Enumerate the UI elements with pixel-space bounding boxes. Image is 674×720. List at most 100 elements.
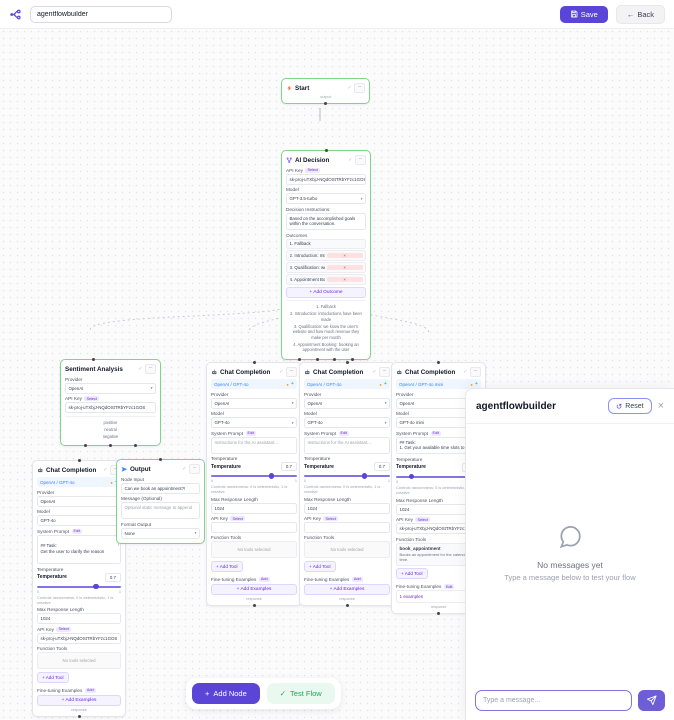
system-prompt-textarea[interactable]: ## Task: 1. Get your available time slot… <box>396 436 481 455</box>
api-key-input[interactable]: sk-proj-uTXbjJ-NQdOStTRbYFzc1GOS <box>286 173 366 185</box>
model-pill[interactable]: OpenAI / GPT-4o mini ● + <box>396 379 481 389</box>
expand-icon[interactable]: + <box>383 381 387 387</box>
provider-select[interactable]: OpenAI ▾ <box>65 382 156 394</box>
select-badge[interactable]: Select <box>84 396 99 401</box>
edit-badge[interactable]: Edit <box>430 430 442 436</box>
ai-decision-node[interactable]: AI Decision ✓ – API Key Select sk-proj-u… <box>281 149 371 361</box>
collapse-button[interactable]: – <box>189 464 200 474</box>
collapse-button[interactable]: – <box>354 83 365 93</box>
chat-completion-node[interactable]: Chat Completion ✓ – OpenAI / GPT-4o ● + … <box>206 361 302 607</box>
close-icon[interactable]: × <box>657 400 664 412</box>
send-button[interactable] <box>638 690 665 711</box>
model-pill[interactable]: OpenAI / GPT-4o ● + <box>304 379 390 389</box>
chat-completion-node[interactable]: Chat Completion ✓ – OpenAI / GPT-4o ● + … <box>299 361 395 607</box>
outcome-row[interactable]: 2. Introduction: Introductions have × <box>286 250 366 261</box>
edit-badge[interactable]: Edit <box>338 430 350 436</box>
test-flow-button[interactable]: ✓ Test Flow <box>266 683 335 704</box>
output-handle[interactable] <box>315 357 319 361</box>
input-handle[interactable] <box>92 358 96 361</box>
delete-outcome-button[interactable]: × <box>327 252 363 259</box>
max-response-input[interactable]: 1024 <box>37 613 121 625</box>
slider-thumb[interactable] <box>268 473 274 479</box>
add-tool-button[interactable]: + Add Tool <box>211 560 243 572</box>
sentiment-analysis-node[interactable]: Sentiment Analysis ✓ – Provider OpenAI ▾… <box>60 358 161 447</box>
input-handle[interactable] <box>77 459 81 462</box>
model-select[interactable]: GPT-4o ▾ <box>211 417 297 428</box>
model-pill[interactable]: OpenAI / GPT-4o ● + <box>211 379 297 389</box>
input-handle[interactable] <box>437 361 440 364</box>
flow-name-input[interactable] <box>30 5 172 23</box>
model-pill[interactable]: OpenAI / GPT-4o ● + <box>37 477 121 487</box>
outcome-row[interactable]: 4. Appointment Booking: booking a × <box>286 274 366 285</box>
output-handle[interactable] <box>109 443 112 447</box>
system-prompt-textarea[interactable]: ## Task: Get the user to clarify the rea… <box>37 534 121 565</box>
provider-select[interactable]: OpenAI ▾ <box>211 397 297 409</box>
collapse-button[interactable]: – <box>355 155 366 165</box>
api-key-input[interactable]: sk-proj-uTXbjJ-NQdOStTRbYFzc1GOS <box>65 402 156 413</box>
output-handle[interactable] <box>252 603 256 607</box>
message-textarea[interactable]: Optional static message to append <box>121 502 200 519</box>
select-badge[interactable]: Select <box>56 626 71 632</box>
add-tool-button[interactable]: + Add Tool <box>304 560 336 572</box>
api-key-input[interactable]: sk-proj-uTXbjJ-NQdOStTRbYFzc1GOS <box>37 632 121 644</box>
output-handle[interactable] <box>437 612 440 616</box>
output-handle[interactable] <box>298 357 302 361</box>
output-handle[interactable] <box>84 443 88 447</box>
select-badge[interactable]: Select <box>323 516 338 522</box>
temperature-slider[interactable] <box>211 473 297 479</box>
chat-completion-node[interactable]: Chat Completion ✓ – OpenAI / GPT-4o ● + … <box>32 459 126 718</box>
input-handle[interactable] <box>252 361 256 364</box>
outcome-row[interactable]: 3. Qualification: we know the user' × <box>286 262 366 273</box>
add-tool-button[interactable]: + Add Tool <box>396 568 428 580</box>
temperature-slider[interactable] <box>304 473 390 479</box>
slider-thumb[interactable] <box>361 473 367 479</box>
output-handle[interactable] <box>324 102 327 105</box>
select-badge[interactable]: Select <box>305 167 320 173</box>
provider-select[interactable]: OpenAI ▾ <box>304 397 390 409</box>
collapse-button[interactable]: – <box>286 367 297 377</box>
select-badge[interactable]: Select <box>415 517 430 523</box>
add-node-button[interactable]: + Add Node <box>192 683 260 704</box>
delete-outcome-button[interactable]: × <box>327 264 363 271</box>
input-handle[interactable] <box>324 149 328 152</box>
provider-select[interactable]: OpenAI ▾ <box>37 495 121 507</box>
edit-badge[interactable]: Edit <box>443 584 455 590</box>
add-examples-button[interactable]: + Add Examples <box>37 694 121 706</box>
add-outcome-button[interactable]: + Add Outcome <box>286 286 366 298</box>
slider-thumb[interactable] <box>93 583 99 590</box>
format-output-select[interactable]: None ▾ <box>121 527 200 539</box>
output-handle[interactable] <box>345 603 349 607</box>
temperature-value[interactable]: 0.7 <box>280 462 297 471</box>
edit-badge[interactable]: Edit <box>71 528 83 534</box>
add-examples-button[interactable]: + Add Examples <box>304 583 390 595</box>
add-badge[interactable]: Add <box>84 687 96 693</box>
model-select[interactable]: GPT-3.5-turbo ▾ <box>286 193 366 204</box>
outcome-row[interactable]: 1. Fallback <box>286 238 366 249</box>
add-examples-button[interactable]: + Add Examples <box>211 583 297 595</box>
edit-badge[interactable]: Edit <box>245 430 257 436</box>
expand-icon[interactable]: + <box>474 381 478 387</box>
collapse-button[interactable]: – <box>470 367 481 377</box>
system-prompt-textarea[interactable]: Instructions for the AI assistant... <box>211 436 297 454</box>
temperature-slider[interactable] <box>396 474 481 480</box>
model-select[interactable]: GPT-4o ▾ <box>37 515 121 526</box>
collapse-button[interactable]: – <box>145 364 156 374</box>
back-button[interactable]: ← Back <box>615 4 665 24</box>
api-key-input[interactable] <box>304 522 390 533</box>
output-handle[interactable] <box>350 357 354 361</box>
output-handle[interactable] <box>77 714 81 718</box>
temperature-slider[interactable] <box>37 583 121 590</box>
collapse-button[interactable]: – <box>379 367 390 377</box>
input-handle[interactable] <box>159 458 162 461</box>
output-handle[interactable] <box>133 443 137 447</box>
max-response-input[interactable]: 1024 <box>304 502 390 514</box>
reset-button[interactable]: ↺ Reset <box>607 398 652 414</box>
message-input[interactable] <box>475 690 632 711</box>
slider-thumb[interactable] <box>408 474 415 480</box>
start-node[interactable]: Start ✓ – output <box>281 78 370 105</box>
add-badge[interactable]: Add <box>258 576 270 582</box>
temperature-value[interactable]: 0.7 <box>104 572 121 582</box>
max-response-input[interactable]: 1024 <box>211 502 297 514</box>
api-key-input[interactable] <box>211 522 297 533</box>
input-handle[interactable] <box>345 361 349 364</box>
